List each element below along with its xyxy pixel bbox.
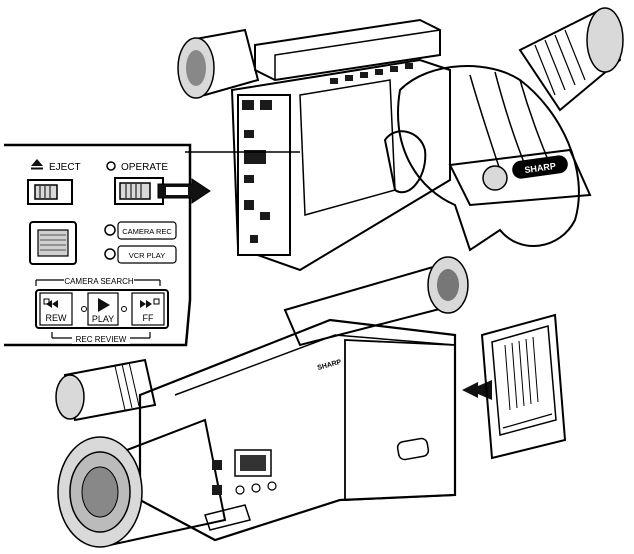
rew-dot-icon [81, 306, 87, 312]
insert-direction-arrow-icon [462, 380, 492, 400]
eject-slider[interactable] [34, 184, 58, 200]
top-camcorder: SHARP [177, 7, 624, 272]
ff-dot-icon [121, 306, 127, 312]
eject-label: EJECT [49, 162, 81, 173]
ff-label: FF [143, 313, 154, 323]
top-brand-logo: SHARP [524, 161, 557, 175]
vcr-play-indicator-icon [104, 248, 116, 260]
operate-indicator-icon [106, 161, 116, 171]
battery-pack [480, 313, 567, 460]
rew-button[interactable]: REW [39, 292, 73, 326]
eject-switch-group: EJECT [27, 159, 81, 205]
eject-icon [31, 159, 43, 166]
operate-switch-group: OPERATE [106, 161, 211, 205]
play-button[interactable]: PLAY [87, 292, 119, 326]
camera-rec-label: CAMERA REC [122, 227, 172, 236]
vcr-play-label: VCR PLAY [129, 251, 166, 260]
ff-button[interactable]: FF [131, 292, 165, 326]
rec-review-mark-icon [43, 298, 50, 305]
rec-review-label: REC REVIEW [76, 335, 127, 344]
play-icon [98, 298, 110, 312]
camera-search-label: CAMERA SEARCH [64, 277, 134, 286]
play-label: PLAY [92, 314, 114, 324]
operate-slider[interactable] [119, 182, 151, 200]
bottom-brand-logo: SHARP [317, 359, 343, 372]
rew-label: REW [46, 313, 68, 323]
ff-mark-icon [153, 298, 160, 305]
operate-label: OPERATE [121, 162, 168, 173]
fast-forward-icon [140, 300, 152, 308]
control-panel-frame [4, 143, 192, 347]
control-panel: EJECT OPERATE [4, 143, 211, 347]
bottom-camcorder: SHARP [55, 256, 469, 548]
camera-rec-indicator-icon [104, 224, 116, 236]
